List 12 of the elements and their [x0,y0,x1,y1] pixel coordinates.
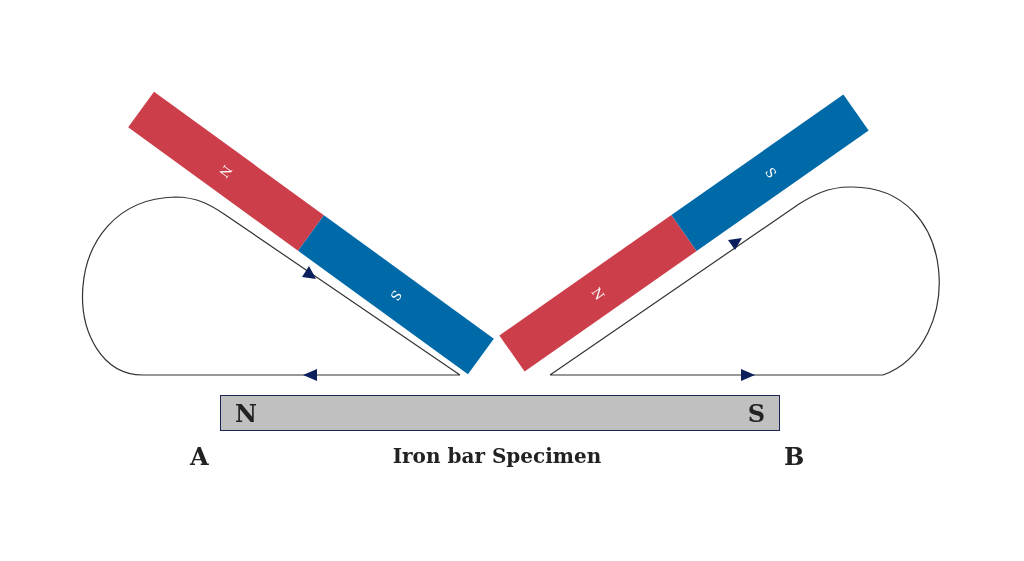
pole-letter: S [747,398,765,428]
pole-letter: N [588,284,608,303]
pole-letter: S [761,164,779,181]
iron-bar [220,395,780,431]
pole-letter: N [235,398,257,428]
end-label: B [784,442,805,471]
node-label: Iron bar Specimen [392,444,602,468]
bar-magnet [499,94,869,372]
pole-letter: N [216,162,236,181]
end-label: A [190,442,209,471]
pole-letter: S [387,286,405,303]
bar-magnet [128,91,494,375]
